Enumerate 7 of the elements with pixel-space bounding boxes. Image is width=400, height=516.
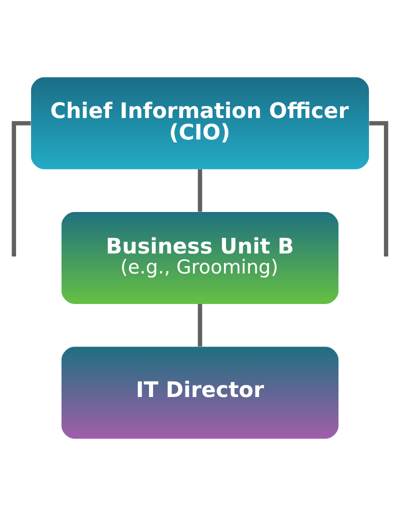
connector [198, 169, 202, 212]
node-box: IT Director [62, 346, 338, 439]
node-box: Chief Information Officer (CIO) [31, 77, 369, 170]
node-box: Business Unit B (e.g., Grooming) [62, 212, 338, 304]
connector [12, 121, 31, 256]
connector [198, 304, 202, 346]
connector [369, 121, 388, 256]
